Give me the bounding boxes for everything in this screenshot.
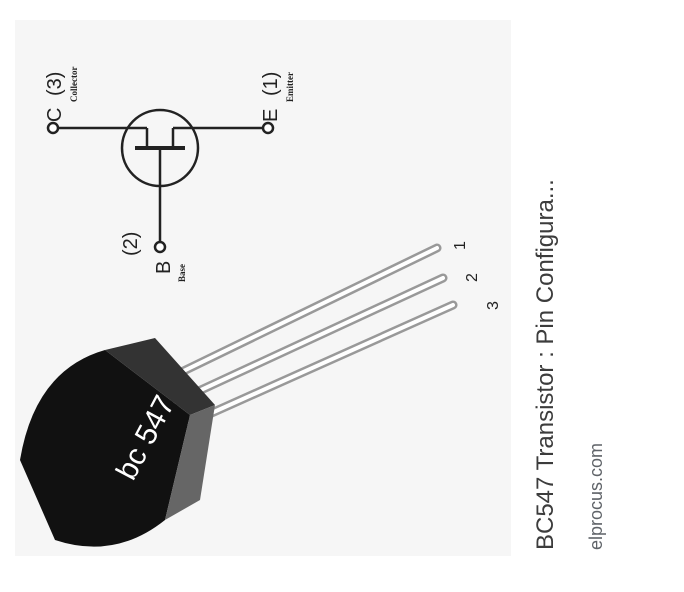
schematic-symbol — [46, 108, 275, 254]
emitter-name: Emitter — [285, 72, 295, 102]
result-source[interactable]: elprocus.com — [586, 442, 606, 550]
pin-number: 2 — [464, 273, 481, 282]
transistor-body — [20, 350, 190, 547]
result-thumbnail[interactable]: bc 547 1 2 3 C (3) Collector E (1) Emitt… — [15, 20, 511, 556]
pin-number: 1 — [452, 241, 469, 250]
collector-letter: C — [44, 108, 66, 122]
transistor-diagram: bc 547 1 2 3 C (3) Collector E (1) Emitt… — [20, 67, 502, 547]
emitter-letter: E — [260, 109, 282, 122]
collector-name: Collector — [69, 67, 79, 102]
base-name: Base — [177, 264, 187, 282]
emitter-pin: (1) — [260, 72, 282, 96]
result-title[interactable]: BC547 Transistor : Pin Configura... — [532, 179, 559, 550]
collector-pin: (3) — [44, 72, 66, 96]
pin-number: 3 — [485, 301, 502, 310]
base-letter: B — [153, 261, 175, 274]
base-pin: (2) — [120, 232, 142, 256]
